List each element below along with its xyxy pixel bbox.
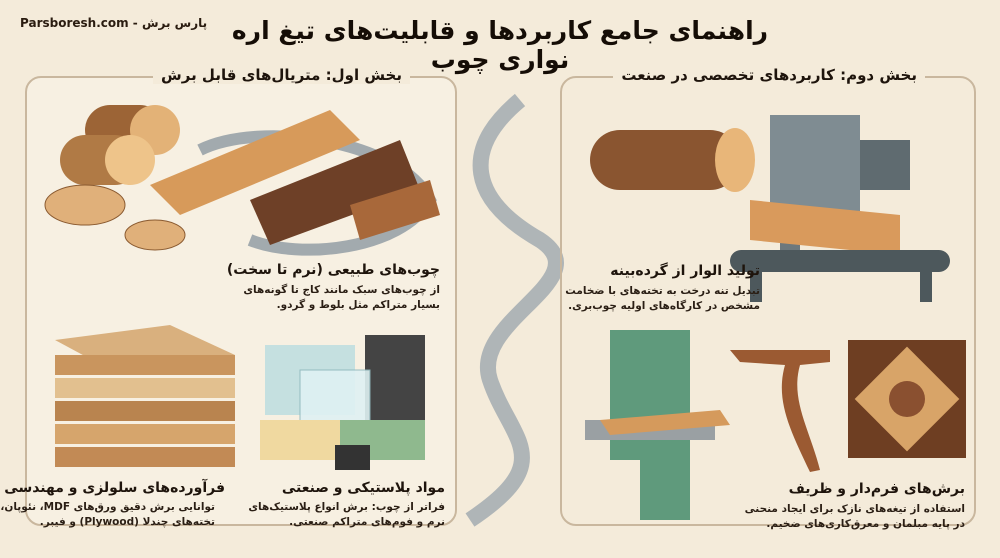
table-leg-illustration	[730, 350, 830, 472]
item-curved-cuts-desc: استفاده از تیغه‌های نازک برای ایجاد منحن…	[745, 502, 965, 532]
item-natural-wood-title: چوب‌های طبیعی (نرم تا سخت)	[226, 262, 440, 278]
mdf-stack-illustration	[55, 325, 235, 467]
item-lumber-desc: تبدیل تنه درخت به تخته‌های با ضخامت مشخص…	[565, 284, 760, 314]
item-engineered-title: فرآورده‌های سلولزی و مهندسی شده	[0, 480, 225, 496]
logs-illustration	[44, 105, 440, 251]
sawmill-illustration	[590, 115, 950, 302]
desc-line: از چوب‌های سبک مانند کاج تا گونه‌های	[243, 284, 440, 296]
bandsaw-blade-ribbon	[465, 93, 564, 527]
page-title: راهنمای جامع کاربردها و قابلیت‌های تیغ ا…	[231, 16, 769, 74]
desc-line: در پایه مبلمان و معرق‌کاری‌های ضخیم.	[766, 518, 965, 530]
desc-line: تبدیل تنه درخت به تخته‌های با ضخامت	[565, 285, 760, 297]
item-engineered-desc: توانایی برش دقیق ورق‌های MDF، نئوپان، تخ…	[0, 500, 215, 530]
item-natural-wood-desc: از چوب‌های سبک مانند کاج تا گونه‌های بسی…	[243, 283, 440, 313]
item-plastics-title: مواد پلاستیکی و صنعتی	[281, 480, 445, 496]
desc-line: توانایی برش دقیق ورق‌های MDF، نئوپان،	[0, 501, 215, 513]
desc-line: فراتر از چوب: برش انواع پلاستیک‌های	[248, 501, 445, 513]
marquetry-illustration	[848, 340, 966, 458]
brand-label: Parsboresh.com - پارس برش	[20, 16, 208, 30]
item-plastics-desc: فراتر از چوب: برش انواع پلاستیک‌های نرم …	[248, 500, 445, 530]
section1-title: بخش اول: متریال‌های قابل برش	[153, 66, 410, 84]
bandsaw-machine-illustration	[585, 330, 730, 520]
desc-line: نرم و فوم‌های متراکم صنعتی.	[289, 516, 445, 528]
item-lumber-title: تولید الوار از گرده‌بینه	[610, 263, 760, 279]
section2-title: بخش دوم: کاربردهای تخصصی در صنعت	[613, 66, 925, 84]
plastics-illustration	[260, 335, 425, 470]
item-curved-cuts-title: برش‌های فرم‌دار و ظریف	[788, 481, 965, 497]
desc-line: تخته‌های چندلا (Plywood) و فیبر.	[39, 516, 215, 528]
desc-line: استفاده از تیغه‌های نازک برای ایجاد منحن…	[744, 503, 965, 515]
desc-line: مشخص در کارگاه‌های اولیه چوب‌بری.	[568, 300, 760, 312]
desc-line: بسیار متراکم مثل بلوط و گردو.	[276, 299, 440, 311]
